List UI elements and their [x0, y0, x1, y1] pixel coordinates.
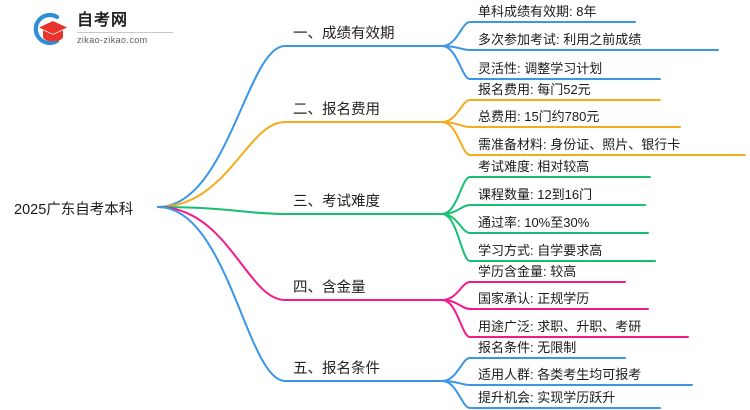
- branch-node-5[interactable]: 五、报名条件: [293, 361, 380, 377]
- leaf-node-5-2[interactable]: 适用人群: 各类考生均可报考: [478, 367, 642, 382]
- logo-text: 自考网 zikao-zikao.com: [77, 11, 173, 45]
- leaf-node-1-3[interactable]: 灵活性: 调整学习计划: [478, 61, 603, 76]
- branch-node-3[interactable]: 三、考试难度: [293, 194, 380, 210]
- connector-line: [157, 45, 443, 208]
- leaf-node-5-1[interactable]: 报名条件: 无限制: [478, 340, 577, 355]
- leaf-node-4-2[interactable]: 国家承认: 正规学历: [478, 291, 590, 306]
- leaf-node-3-4[interactable]: 学习方式: 自学要求高: [478, 243, 603, 258]
- logo-divider: [77, 32, 173, 33]
- graduation-cap-icon: [26, 8, 70, 48]
- leaf-node-2-1[interactable]: 报名费用: 每门52元: [478, 82, 591, 97]
- branch-node-1[interactable]: 一、成绩有效期: [293, 26, 395, 42]
- leaf-node-4-3[interactable]: 用途广泛: 求职、升职、考研: [478, 319, 642, 334]
- leaf-node-5-3[interactable]: 提升机会: 实现学历跃升: [478, 390, 616, 405]
- leaf-node-3-2[interactable]: 课程数量: 12到16门: [478, 187, 593, 202]
- logo-name-cn: 自考网: [77, 12, 129, 29]
- leaf-node-2-2[interactable]: 总费用: 15门约780元: [478, 109, 600, 124]
- site-logo: 自考网 zikao-zikao.com: [26, 8, 173, 48]
- logo-domain: zikao-zikao.com: [77, 35, 148, 45]
- leaf-node-2-3[interactable]: 需准备材料: 身份证、照片、银行卡: [478, 137, 681, 152]
- leaf-node-3-3[interactable]: 通过率: 10%至30%: [478, 215, 590, 230]
- leaf-node-1-1[interactable]: 单科成绩有效期: 8年: [478, 4, 597, 19]
- leaf-node-3-1[interactable]: 考试难度: 相对较高: [478, 159, 590, 174]
- branch-node-2[interactable]: 二、报名费用: [293, 102, 380, 118]
- root-node-label: 2025广东自考本科: [14, 202, 134, 218]
- leaf-node-4-1[interactable]: 学历含金量: 较高: [478, 264, 577, 279]
- branch-node-4[interactable]: 四、含金量: [293, 280, 366, 296]
- leaf-node-1-2[interactable]: 多次参加考试: 利用之前成绩: [478, 32, 642, 47]
